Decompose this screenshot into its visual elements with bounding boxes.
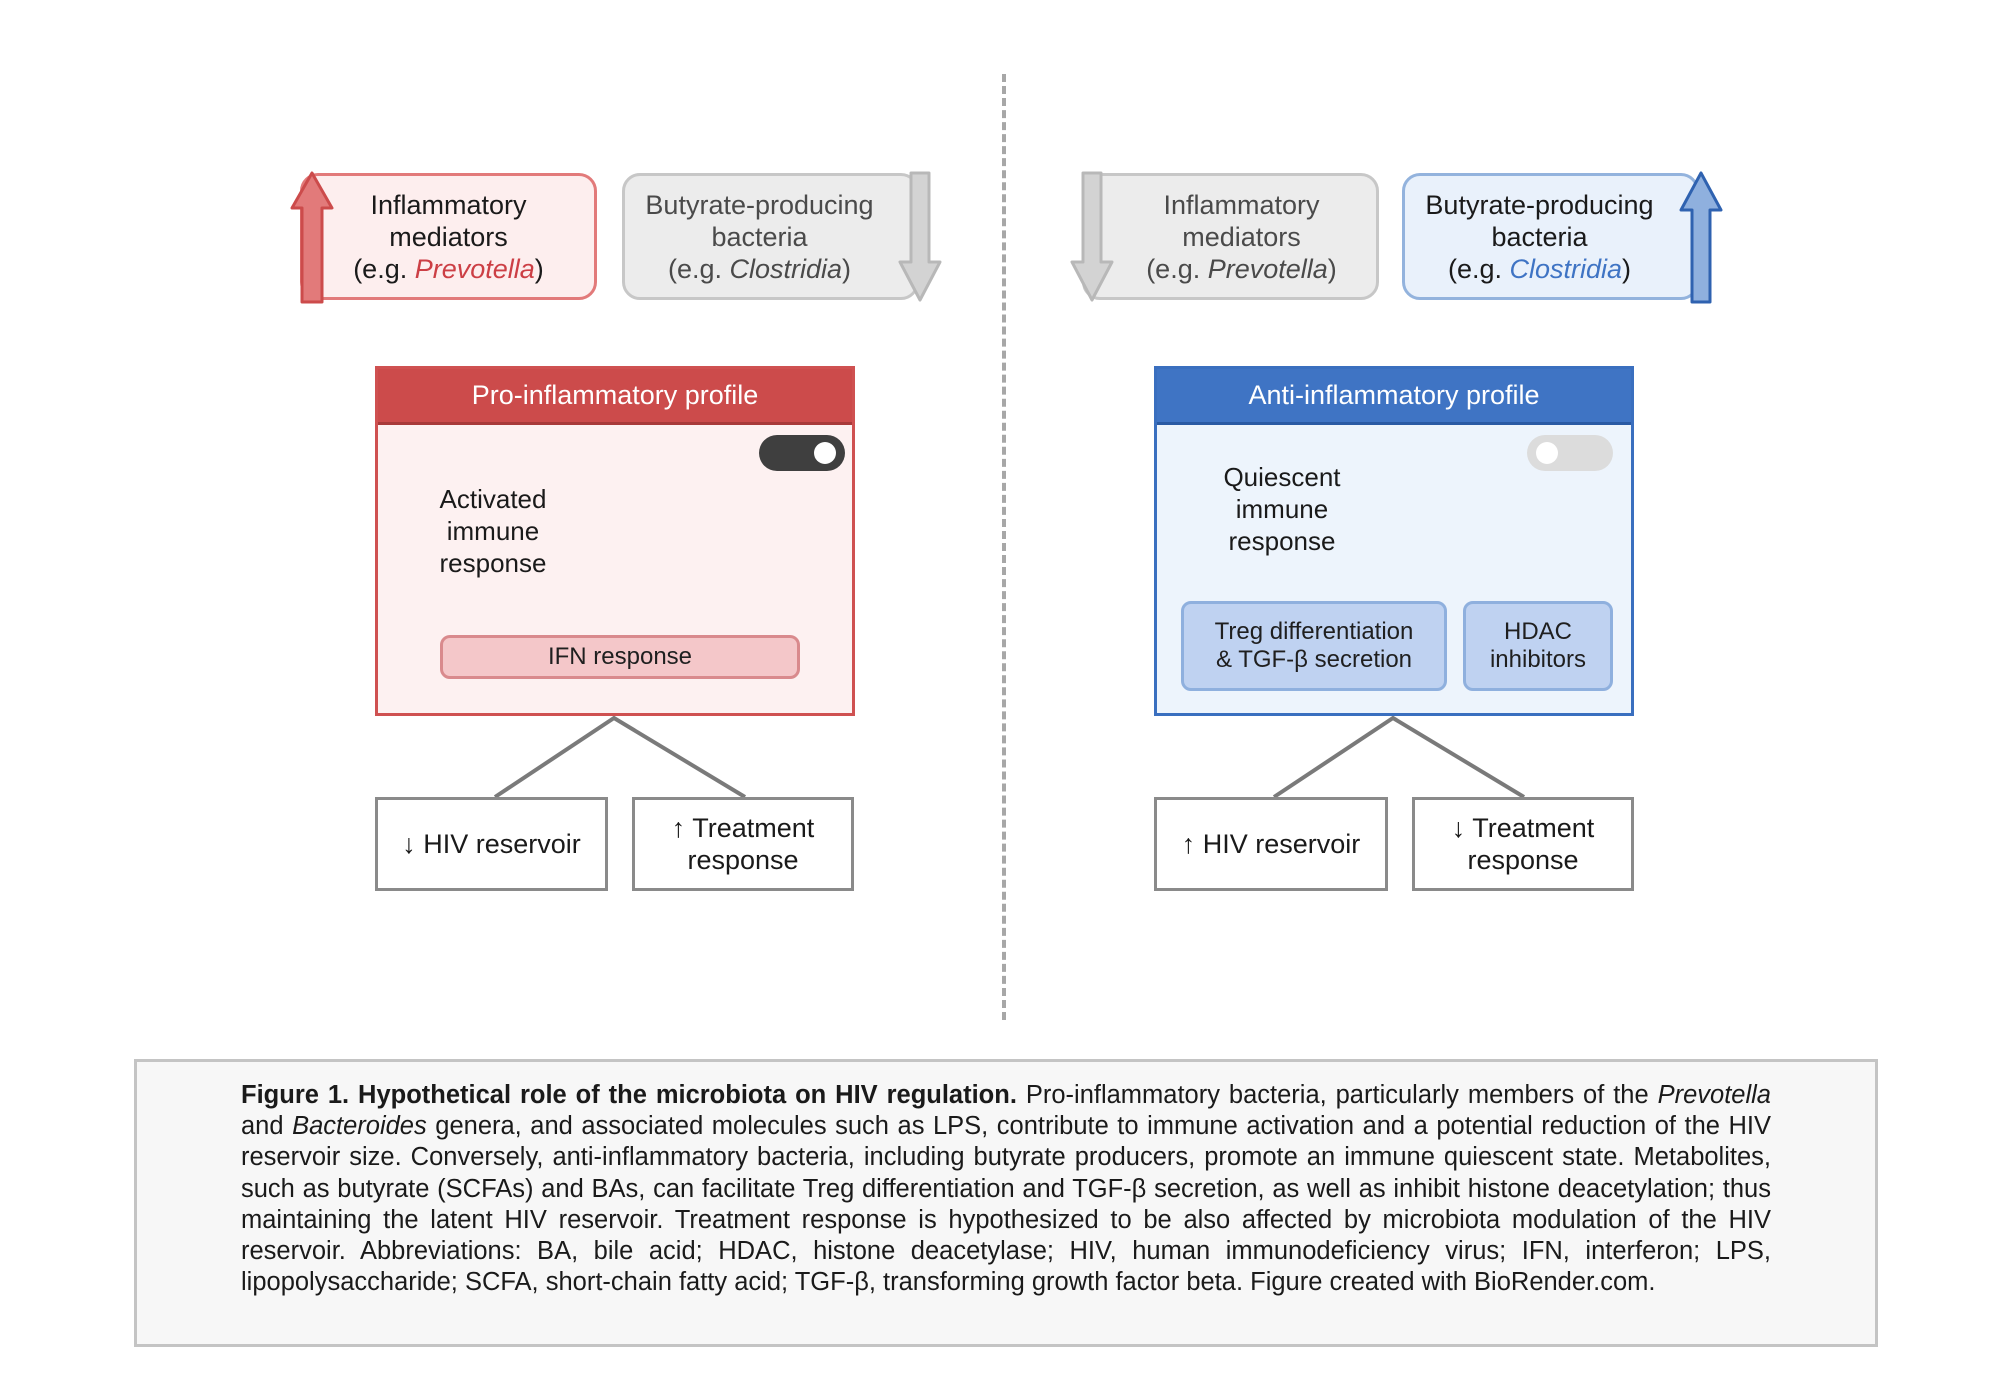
box-line: Inflammatory	[1163, 189, 1320, 220]
hiv-reservoir-outcome-left: ↓ HIV reservoir	[375, 797, 608, 891]
box-line: mediators	[1182, 221, 1301, 252]
box-line: mediators	[389, 221, 508, 252]
example-line: (e.g. Clostridia)	[1447, 253, 1632, 284]
box-line: Butyrate-producing	[645, 189, 874, 220]
example-line: (e.g. Prevotella)	[1146, 253, 1337, 284]
connector-right	[1272, 715, 1526, 799]
caption-genus: Bacteroides	[292, 1112, 427, 1141]
toggle-knob	[1536, 442, 1558, 464]
caption-text: Pro-inflammatory bacteria, particularly …	[1016, 1081, 1658, 1109]
arrow-down-icon	[1070, 171, 1114, 302]
genus-prevotella: Prevotella	[414, 253, 535, 284]
butyrate-bacteria-box-left: Butyrate-producing bacteria (e.g. Clostr…	[622, 173, 919, 300]
arrow-down-icon	[898, 171, 942, 302]
ifn-response-pill: IFN response	[440, 635, 800, 679]
butyrate-bacteria-box-right: Butyrate-producing bacteria (e.g. Clostr…	[1402, 173, 1699, 300]
pro-inflammatory-profile: Pro-inflammatory profile Activated immun…	[375, 366, 855, 716]
example-line: (e.g. Clostridia)	[667, 253, 852, 284]
inflammatory-mediators-box-left: Inflammatory mediators (e.g. Prevotella)	[300, 173, 597, 300]
treg-differentiation-pill: Treg differentiation & TGF-β secretion	[1181, 601, 1447, 691]
center-divider	[1002, 74, 1006, 1020]
caption-title: Figure 1. Hypothetical role of the micro…	[241, 1081, 1017, 1109]
profile-title: Anti-inflammatory profile	[1157, 369, 1631, 425]
box-line: bacteria	[711, 221, 808, 252]
quiescent-immune-response-label: Quiescent immune response	[1223, 462, 1341, 556]
genus-prevotella: Prevotella	[1207, 253, 1328, 284]
genus-clostridia: Clostridia	[1509, 253, 1623, 284]
toggle-knob	[814, 442, 836, 464]
arrow-up-icon	[290, 171, 334, 304]
connector-left	[493, 715, 747, 799]
box-line: bacteria	[1491, 221, 1588, 252]
caption-genus: Prevotella	[1657, 1081, 1771, 1109]
caption-text: genera, and associated molecules such as…	[241, 1112, 1771, 1297]
toggle-on[interactable]	[759, 435, 845, 471]
caption-text: and	[241, 1112, 293, 1141]
box-line: Inflammatory	[370, 189, 527, 220]
activated-immune-response-label: Activated immune response	[439, 484, 547, 578]
profile-title: Pro-inflammatory profile	[378, 369, 852, 425]
hdac-inhibitors-pill: HDAC inhibitors	[1463, 601, 1613, 691]
hiv-reservoir-outcome-right: ↑ HIV reservoir	[1154, 797, 1388, 891]
arrow-up-icon	[1679, 171, 1723, 304]
figure-caption: Figure 1. Hypothetical role of the micro…	[134, 1059, 1878, 1347]
genus-clostridia: Clostridia	[729, 253, 843, 284]
toggle-off[interactable]	[1527, 435, 1613, 471]
anti-inflammatory-profile: Anti-inflammatory profile Quiescent immu…	[1154, 366, 1634, 716]
box-line: Butyrate-producing	[1425, 189, 1654, 220]
example-line: (e.g. Prevotella)	[353, 253, 544, 284]
